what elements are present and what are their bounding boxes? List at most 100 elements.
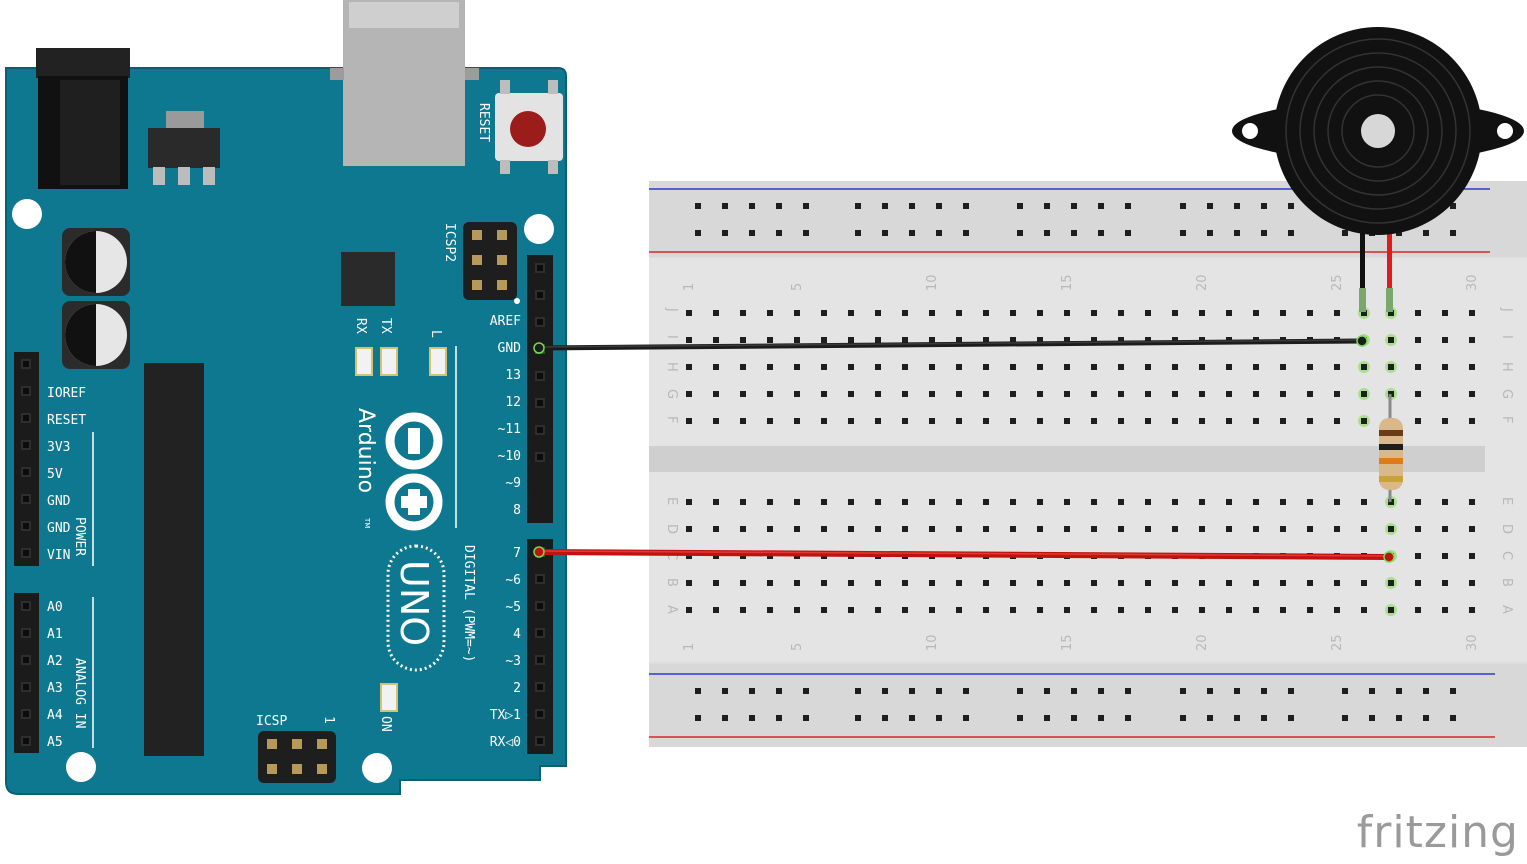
- breadboard-hole: [1199, 580, 1205, 586]
- breadboard-hole: [1388, 526, 1394, 532]
- rail-hole: [1396, 230, 1402, 236]
- header-pin-socket: [537, 684, 543, 690]
- header-pin-socket: [537, 630, 543, 636]
- breadboard-hole: [1091, 337, 1097, 343]
- rail-hole: [909, 203, 915, 209]
- breadboard-hole: [1226, 364, 1232, 370]
- breadboard-hole: [1253, 310, 1259, 316]
- icsp-pin: [292, 764, 302, 774]
- breadboard-hole: [1091, 499, 1097, 505]
- breadboard-hole: [1253, 418, 1259, 424]
- breadboard-hole: [1469, 580, 1475, 586]
- reset-button[interactable]: [495, 80, 563, 174]
- breadboard-hole: [1388, 364, 1394, 370]
- breadboard-hole: [1307, 391, 1313, 397]
- column-number: 25: [1330, 634, 1345, 651]
- rail-hole: [1423, 688, 1429, 694]
- rail-hole: [695, 230, 701, 236]
- breadboard-hole: [1118, 607, 1124, 613]
- icsp-pin: [317, 739, 327, 749]
- breadboard-hole: [1361, 580, 1367, 586]
- breadboard-hole: [1415, 391, 1421, 397]
- breadboard-hole: [1469, 337, 1475, 343]
- row-letter: C: [1499, 551, 1514, 560]
- breadboard-hole: [794, 526, 800, 532]
- led-l-label: L: [428, 330, 443, 338]
- breadboard-hole: [794, 310, 800, 316]
- rail-hole: [882, 203, 888, 209]
- rail-hole: [1288, 715, 1294, 721]
- breadboard-hole: [929, 607, 935, 613]
- breadboard-hole: [1010, 526, 1016, 532]
- row-letter: A: [664, 605, 679, 614]
- breadboard-hole: [1442, 580, 1448, 586]
- center-channel: [649, 446, 1485, 472]
- column-number: 15: [1060, 274, 1075, 291]
- breadboard-hole: [1442, 607, 1448, 613]
- row-letter: F: [1499, 416, 1514, 423]
- breadboard-hole: [1334, 364, 1340, 370]
- breadboard-hole: [1361, 499, 1367, 505]
- rail-hole: [1288, 203, 1294, 209]
- breadboard-hole: [686, 310, 692, 316]
- rail-hole: [1071, 230, 1077, 236]
- breadboard-hole: [1280, 310, 1286, 316]
- column-number: 20: [1195, 634, 1210, 651]
- pin7-wire[interactable]: [533, 546, 1395, 563]
- breadboard-hole: [902, 499, 908, 505]
- icsp2-pin: [472, 255, 482, 265]
- breadboard-hole: [686, 553, 692, 559]
- breadboard-hole: [1253, 499, 1259, 505]
- icsp2-pin: [472, 230, 482, 240]
- rail-hole: [1044, 715, 1050, 721]
- rail-hole: [1207, 203, 1213, 209]
- breadboard-hole: [1415, 607, 1421, 613]
- breadboard-hole: [929, 580, 935, 586]
- breadboard-hole: [875, 526, 881, 532]
- pin-label: VIN: [47, 548, 70, 563]
- rail-hole: [855, 203, 861, 209]
- header-pin-socket: [23, 469, 29, 475]
- gnd-wire[interactable]: [533, 335, 1368, 354]
- rail-hole: [882, 688, 888, 694]
- breadboard-hole: [956, 391, 962, 397]
- breadboard-hole: [713, 310, 719, 316]
- rail-hole: [1125, 715, 1131, 721]
- led-rx-label: RX: [353, 318, 368, 334]
- breadboard-hole: [1118, 310, 1124, 316]
- rail-hole: [1017, 230, 1023, 236]
- breadboard-hole: [1307, 580, 1313, 586]
- breadboard-hole: [821, 364, 827, 370]
- breadboard-hole: [794, 607, 800, 613]
- breadboard-hole: [902, 391, 908, 397]
- breadboard-hole: [794, 391, 800, 397]
- digital-group-label: DIGITAL (PWM=~): [461, 545, 476, 662]
- pin-label: A1: [47, 627, 63, 642]
- rail-hole: [1396, 715, 1402, 721]
- rail-hole: [1369, 715, 1375, 721]
- rail-hole: [1180, 203, 1186, 209]
- pin1-marker: [514, 298, 520, 304]
- rail-hole: [749, 230, 755, 236]
- breadboard-hole: [1010, 337, 1016, 343]
- breadboard-hole: [1091, 364, 1097, 370]
- breadboard-hole: [1172, 418, 1178, 424]
- breadboard-hole: [1469, 391, 1475, 397]
- rail-hole: [882, 230, 888, 236]
- breadboard-hole: [1010, 607, 1016, 613]
- breadboard-hole: [1064, 580, 1070, 586]
- header-pin-socket: [23, 523, 29, 529]
- icsp2-pin: [497, 230, 507, 240]
- breadboard-hole: [1199, 391, 1205, 397]
- reset-label: RESET: [476, 103, 491, 142]
- row-letter: I: [1499, 335, 1514, 339]
- breadboard-hole: [956, 364, 962, 370]
- breadboard-hole: [1442, 364, 1448, 370]
- rail-hole: [963, 688, 969, 694]
- row-letter: E: [1499, 497, 1514, 505]
- breadboard-hole: [1118, 526, 1124, 532]
- rail-hole: [1342, 715, 1348, 721]
- breadboard-hole: [1415, 337, 1421, 343]
- row-letter: F: [664, 416, 679, 423]
